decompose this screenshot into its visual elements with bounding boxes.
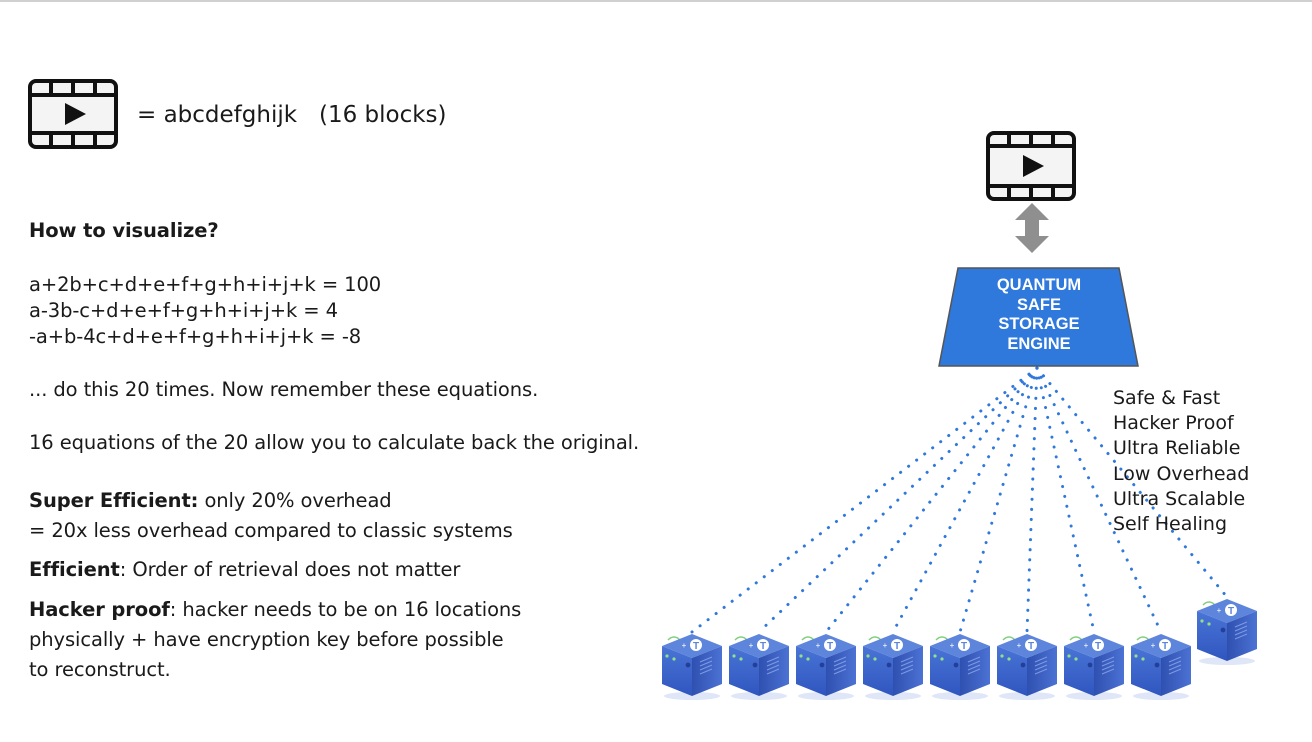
- equation-2: a-3b-c+d+e+f+g+h+i+j+k = 4: [29, 299, 338, 322]
- efficient-point: Efficient: Order of retrieval does not m…: [29, 557, 460, 583]
- hacker-proof-label: Hacker proof: [29, 598, 170, 621]
- video-film-icon: [28, 79, 118, 149]
- svg-text:+: +: [1151, 641, 1156, 650]
- engine-label-line: STORAGE: [998, 315, 1080, 333]
- storage-server-icon: T+: [863, 634, 923, 700]
- svg-text:T: T: [894, 641, 900, 652]
- connection-line: [690, 366, 1039, 634]
- storage-server-icon: T+: [729, 634, 789, 700]
- svg-text:T: T: [961, 641, 967, 652]
- storage-server-icon: T+: [1131, 634, 1191, 700]
- server-group: T+T+T+T+T+T+T+T+T+: [662, 599, 1257, 700]
- connection-line: [1025, 366, 1039, 634]
- storage-server-icon: T+: [796, 634, 856, 700]
- hacker-proof-line3: to reconstruct.: [29, 658, 171, 681]
- super-efficient-text: only 20% overhead: [198, 489, 392, 512]
- storage-server-icon: T+: [662, 634, 722, 700]
- repeat-note: ... do this 20 times. Now remember these…: [29, 378, 539, 401]
- svg-text:+: +: [816, 641, 821, 650]
- feature-item: Low Overhead: [1113, 462, 1250, 485]
- super-efficient-point: Super Efficient: only 20% overhead: [29, 488, 392, 514]
- svg-text:T: T: [693, 641, 699, 652]
- efficient-label: Efficient: [29, 558, 120, 581]
- connection-line: [1035, 366, 1096, 634]
- connection-line: [958, 366, 1039, 634]
- storage-server-icon: T+: [930, 634, 990, 700]
- feature-item: Self Healing: [1113, 513, 1228, 536]
- top-border: [0, 0, 1312, 2]
- connection-line: [1035, 366, 1229, 599]
- connection-line: [757, 366, 1039, 634]
- feature-item: Hacker Proof: [1113, 412, 1234, 435]
- section-heading: How to visualize?: [29, 219, 219, 242]
- svg-text:T: T: [1095, 641, 1101, 652]
- svg-text:T: T: [1162, 641, 1168, 652]
- svg-text:+: +: [1217, 606, 1222, 615]
- svg-text:+: +: [1084, 641, 1089, 650]
- feature-item: Safe & Fast: [1113, 387, 1221, 409]
- engine-label: QUANTUM SAFE STORAGE ENGINE: [958, 276, 1120, 354]
- super-efficient-line2: = 20x less overhead compared to classic …: [29, 519, 513, 542]
- svg-text:+: +: [682, 641, 687, 650]
- equation-3: -a+b-4c+d+e+f+g+h+i+j+k = -8: [29, 325, 362, 348]
- connection-line: [891, 366, 1039, 634]
- svg-text:+: +: [883, 641, 888, 650]
- double-arrow-icon: [1015, 203, 1049, 253]
- engine-label-line: SAFE: [1016, 295, 1061, 314]
- connection-lines: [690, 366, 1229, 634]
- feature-list: Safe & Fast Hacker Proof Ultra Reliable …: [1113, 386, 1249, 537]
- storage-server-icon: T+: [1197, 599, 1257, 665]
- svg-text:+: +: [950, 641, 955, 650]
- legend-text: = abcdefghijk (16 blocks): [137, 102, 447, 128]
- svg-text:T: T: [760, 641, 766, 652]
- super-efficient-label: Super Efficient:: [29, 489, 199, 512]
- svg-text:+: +: [749, 641, 754, 650]
- connection-line: [1035, 366, 1163, 634]
- hacker-proof-text: : hacker needs to be on 16 locations: [169, 598, 522, 621]
- feature-item: Ultra Reliable: [1113, 437, 1241, 460]
- video-film-icon: [986, 131, 1076, 201]
- storage-server-icon: T+: [1064, 634, 1124, 700]
- connection-line: [824, 366, 1039, 634]
- storage-server-icon: T+: [997, 634, 1057, 700]
- equation-1: a+2b+c+d+e+f+g+h+i+j+k = 100: [29, 273, 382, 296]
- storage-engine-block: [938, 267, 1139, 367]
- svg-text:T: T: [1228, 606, 1234, 617]
- svg-text:T: T: [827, 641, 833, 652]
- hacker-proof-line2: physically + have encryption key before …: [29, 628, 504, 651]
- hacker-proof-point: Hacker proof: hacker needs to be on 16 l…: [29, 597, 521, 623]
- engine-label-line: ENGINE: [1007, 334, 1071, 353]
- svg-text:+: +: [1017, 641, 1022, 650]
- recover-note: 16 equations of the 20 allow you to calc…: [29, 431, 640, 454]
- feature-item: Ultra Scalable: [1113, 487, 1246, 510]
- engine-label-line: QUANTUM: [996, 276, 1082, 294]
- efficient-text: : Order of retrieval does not matter: [119, 558, 461, 581]
- svg-text:T: T: [1028, 641, 1034, 652]
